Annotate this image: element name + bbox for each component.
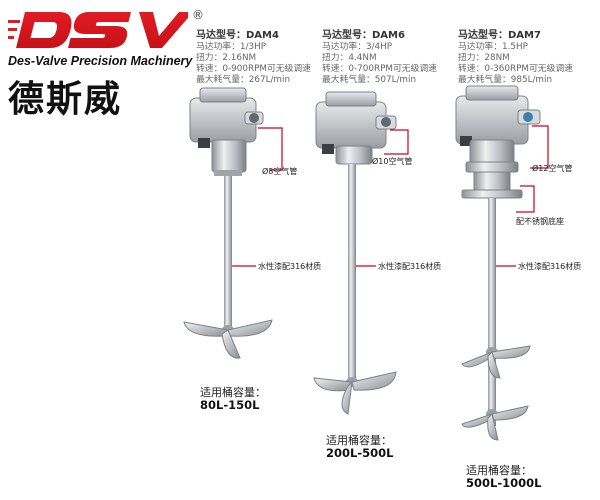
- air-tube-label-dam6: Ø10空气管: [372, 157, 413, 166]
- registered-mark: ®: [192, 8, 204, 22]
- capacity-label: 适用桶容量：: [326, 434, 392, 447]
- shaft-label-dam7: 水性漆配316材质: [518, 262, 582, 271]
- capacity-dam7: 适用桶容量： 500L-1000L: [466, 464, 541, 490]
- spec-torque: 扭力：4.4NM: [322, 53, 377, 63]
- capacity-label: 适用桶容量：: [200, 386, 266, 399]
- spec-torque: 扭力：2.16NM: [196, 53, 257, 63]
- mixer-dam7: [455, 85, 541, 441]
- spec-title: 马达型号：DAM4: [196, 30, 279, 41]
- capacity-label: 适用桶容量：: [466, 464, 532, 477]
- base-label-dam7: 配不锈钢底座: [516, 217, 564, 226]
- spec-air: 最大耗气量：985L/min: [458, 75, 553, 85]
- brand-chinese-name: 德斯威: [8, 79, 123, 120]
- brand-tagline: Des-Valve Precision Machinery: [8, 54, 193, 68]
- spec-power: 马达功率：3/4HP: [322, 42, 393, 52]
- air-tube-label-dam4: Ø8空气管: [262, 167, 298, 176]
- spec-title: 马达型号：DAM7: [458, 30, 541, 41]
- spec-block-dam4: 马达型号：DAM4 马达功率：1/3HP 扭力：2.16NM 转速：0-900R…: [196, 30, 311, 86]
- air-tube-label-dam7: Ø12空气管: [532, 164, 573, 173]
- spec-torque: 扭力：28NM: [458, 53, 510, 63]
- shaft-label-dam6: 水性漆配316材质: [378, 262, 442, 271]
- spec-speed: 转速：0-900RPM可无级调速: [196, 64, 311, 74]
- spec-speed: 转速：0-360RPM可无级调速: [458, 64, 573, 74]
- brand-logo: ® Des-Valve Precision Machinery 德斯威: [8, 8, 204, 120]
- mixer-dam6: [313, 91, 397, 415]
- dsv-logo-mark: [8, 12, 188, 48]
- spec-power: 马达功率：1.5HP: [458, 42, 528, 52]
- capacity-range: 500L-1000L: [466, 476, 542, 490]
- capacity-range: 200L-500L: [326, 446, 394, 460]
- spec-air: 最大耗气量：267L/min: [196, 75, 291, 85]
- capacity-dam6: 适用桶容量： 200L-500L: [326, 434, 393, 460]
- mixer-dam4: [183, 87, 273, 359]
- spec-air: 最大耗气量：507L/min: [322, 75, 417, 85]
- capacity-dam4: 适用桶容量： 80L-150L: [200, 386, 266, 412]
- spec-power: 马达功率：1/3HP: [196, 42, 267, 52]
- callout-lines: [232, 125, 549, 267]
- spec-title: 马达型号：DAM6: [322, 30, 405, 41]
- spec-speed: 转速：0-700RPM可无级调速: [322, 64, 437, 74]
- capacity-range: 80L-150L: [200, 398, 260, 412]
- spec-block-dam6: 马达型号：DAM6 马达功率：3/4HP 扭力：4.4NM 转速：0-700RP…: [322, 30, 437, 86]
- shaft-label-dam4: 水性漆配316材质: [258, 262, 322, 271]
- spec-block-dam7: 马达型号：DAM7 马达功率：1.5HP 扭力：28NM 转速：0-360RPM…: [458, 30, 573, 86]
